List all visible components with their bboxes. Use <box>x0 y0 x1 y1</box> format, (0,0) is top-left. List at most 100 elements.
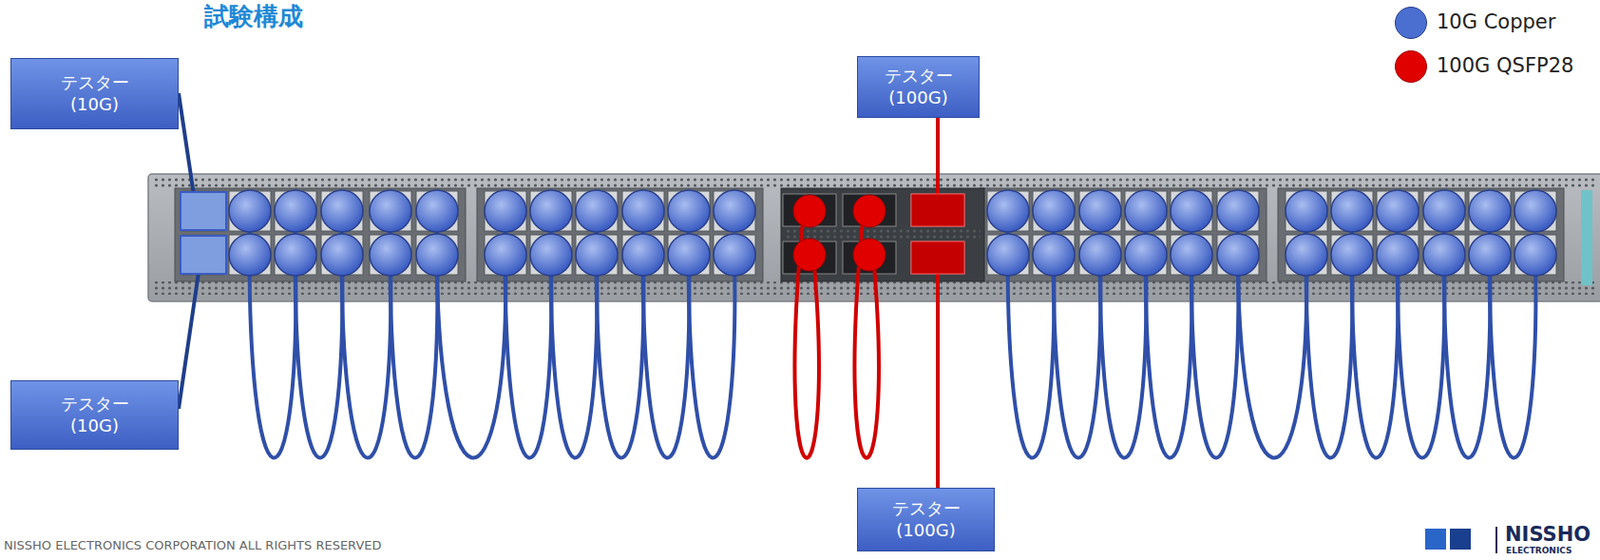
tester-wire <box>935 271 940 488</box>
copper-port <box>321 233 363 276</box>
qsfp-tester-port <box>911 193 965 227</box>
rj45-socket <box>1468 190 1511 231</box>
copper-port <box>369 190 412 232</box>
copper-port <box>1217 190 1259 232</box>
qsfp-socket <box>911 241 965 274</box>
tester-label: テスター (100G) <box>875 65 963 109</box>
rj45-socket <box>1079 234 1122 275</box>
qsfp-port <box>853 194 886 228</box>
tester-box: テスター (10G) <box>10 380 179 450</box>
rj45-socket <box>274 234 317 275</box>
copper-port <box>530 233 572 276</box>
tester-port <box>180 235 227 274</box>
tester-box: テスター (10G) <box>10 57 179 130</box>
copper-port <box>1514 233 1557 276</box>
logo-divider <box>1495 526 1498 553</box>
copper-port <box>1468 233 1511 276</box>
copper-port <box>1376 233 1419 276</box>
copper-port <box>1124 190 1167 232</box>
legend-text: 100G QSFP28 <box>1436 54 1574 77</box>
copper-port <box>987 233 1029 276</box>
rj45-socket <box>1376 190 1419 231</box>
rj45-socket <box>987 234 1029 275</box>
rj45-socket <box>274 190 317 231</box>
rj45-socket <box>321 234 363 275</box>
rj45-socket <box>575 234 618 275</box>
rj45-socket <box>1124 234 1167 275</box>
rj45-socket <box>1331 190 1373 231</box>
logo-text: NISSHO <box>1504 522 1591 546</box>
rj45-socket <box>416 234 458 275</box>
rj45-socket <box>1423 190 1466 231</box>
copper-port <box>1285 190 1328 232</box>
copper-port <box>1032 190 1075 232</box>
copper-port <box>1079 190 1122 232</box>
copper-port <box>1170 233 1213 276</box>
tester-box: テスター (100G) <box>857 487 995 552</box>
legend-swatch <box>1394 50 1428 83</box>
copper-port <box>1032 233 1075 276</box>
copper-port <box>484 233 527 276</box>
rj45-socket <box>369 190 412 231</box>
rj45-socket <box>1170 190 1213 231</box>
rj45-socket <box>667 234 710 275</box>
logo-mark <box>1449 528 1471 550</box>
copper-port <box>1331 190 1373 232</box>
port-cage <box>979 188 1267 282</box>
copper-port <box>1331 233 1373 276</box>
copper-port <box>622 233 665 276</box>
copper-port <box>1170 190 1213 232</box>
rj45-socket <box>713 190 756 231</box>
copper-port <box>1423 190 1466 232</box>
copper-port <box>369 233 412 276</box>
rj45-socket <box>1170 234 1213 275</box>
rj45-socket <box>1468 234 1511 275</box>
copper-port <box>274 190 317 232</box>
qsfp-socket <box>782 193 837 227</box>
page-title: 試験構成 <box>204 0 304 34</box>
rj45-socket <box>369 234 412 275</box>
rj45-socket <box>622 234 665 275</box>
rj45-socket <box>1217 190 1259 231</box>
rj45-socket <box>713 234 756 275</box>
logo-subtext: ELECTRONICS <box>1505 545 1573 555</box>
rj45-socket <box>1285 234 1328 275</box>
tester-port <box>180 191 227 230</box>
tester-label: テスター (100G) <box>882 497 971 541</box>
chassis-handle <box>1580 190 1593 286</box>
copper-port <box>1423 233 1466 276</box>
copper-port <box>484 190 527 232</box>
rj45-socket <box>622 190 665 231</box>
qsfp-port <box>853 238 886 271</box>
copper-port <box>274 233 317 276</box>
qsfp-tester-port <box>911 241 965 274</box>
rj45-socket <box>1514 234 1557 275</box>
copper-port <box>713 190 756 232</box>
tester-box: テスター (100G) <box>857 56 980 118</box>
tester-wire <box>178 266 200 409</box>
copper-port <box>987 190 1029 232</box>
rj45-socket <box>228 234 271 275</box>
copyright-note: NISSHO ELECTRONICS CORPORATION ALL RIGHT… <box>3 537 382 553</box>
rj45-socket <box>1124 190 1167 231</box>
rj45-socket <box>321 190 363 231</box>
qsfp-socket <box>911 193 965 227</box>
copper-port <box>530 190 572 232</box>
copper-port <box>1514 190 1557 232</box>
tester-wire <box>178 93 195 202</box>
rj45-socket <box>1032 190 1075 231</box>
copper-port <box>228 233 271 276</box>
copper-port <box>667 233 710 276</box>
copper-port <box>416 233 458 276</box>
rj45-socket <box>416 190 458 231</box>
copper-port <box>1468 190 1511 232</box>
rj45-socket <box>484 190 527 231</box>
copper-port <box>416 190 458 232</box>
rj45-socket <box>530 190 572 231</box>
rj45-socket <box>1285 190 1328 231</box>
tester-label: テスター (10G) <box>51 72 139 115</box>
legend-text: 10G Copper <box>1436 10 1556 34</box>
vent-holes <box>784 228 981 240</box>
